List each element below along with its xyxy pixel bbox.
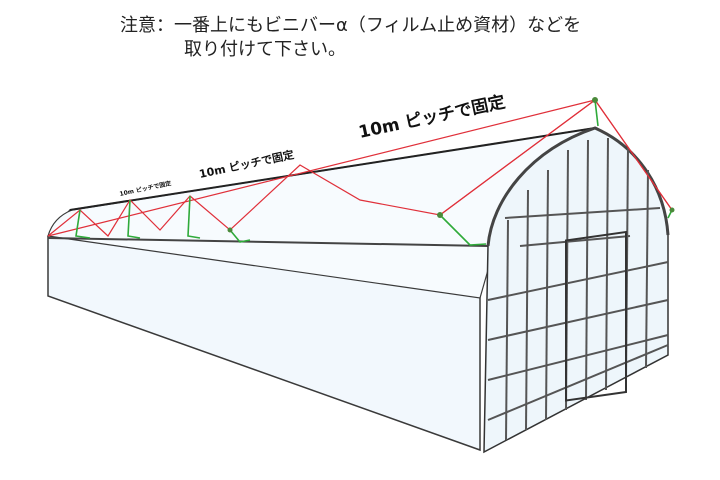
warning-note: 注意：一番上にもビニバーα（フィルム止め資材）などを 取り付けて下さい。 — [120, 14, 700, 62]
note-line-1: 注意：一番上にもビニバーα（フィルム止め資材）などを — [120, 15, 582, 36]
roof-ridge-line — [69, 127, 596, 211]
eave-line — [47, 237, 489, 247]
fixing-points — [227, 97, 675, 233]
pitch-label-medium: 10m ピッチで固定 — [198, 147, 295, 181]
rope-lines — [47, 99, 673, 237]
end-wall-door — [565, 230, 627, 402]
end-wall-arch — [486, 126, 670, 247]
pitch-label-large: 10m ピッチで固定 — [357, 91, 507, 143]
note-line-2: 取り付けて下さい。 — [184, 39, 346, 60]
anchor-ties — [75, 99, 673, 246]
